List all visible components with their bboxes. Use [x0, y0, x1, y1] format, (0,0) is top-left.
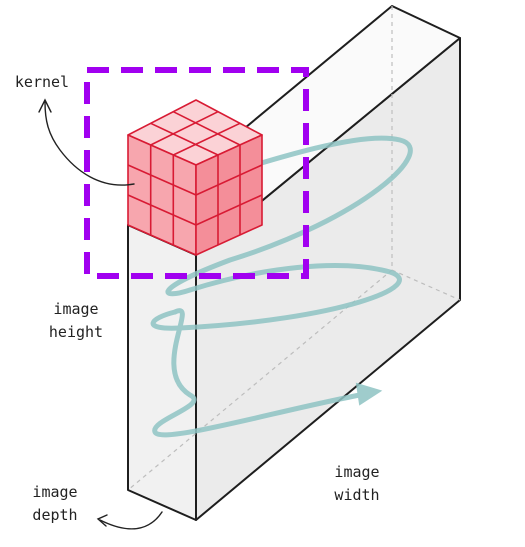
depth-callout-arrowhead: [96, 514, 108, 527]
kernel-front-grid: [127, 145, 197, 245]
kernel-top-grid: [150, 110, 241, 156]
image-height-label-line1: image: [53, 300, 98, 318]
kernel-highlight-box: [84, 67, 309, 279]
volume-front-face: [127, 224, 197, 521]
kernel-callout-arrow: [44, 101, 135, 186]
path-arrow-head: [355, 382, 383, 406]
image-width-label-line1: image: [334, 463, 379, 481]
kernel-label: kernel: [15, 73, 69, 91]
callout-arrows: [38, 98, 163, 530]
kernel-side-grid: [195, 145, 263, 245]
kernel-callout-arrowhead: [38, 98, 52, 113]
image-width-label-line2: width: [334, 486, 379, 504]
kernel-sliding-path: [150, 135, 413, 438]
image-depth-label-line1: image: [32, 483, 77, 501]
depth-callout-arrow: [99, 511, 163, 530]
image-volume: [127, 5, 461, 521]
kernel-cube: [127, 99, 263, 256]
image-depth-label-line2: depth: [32, 506, 77, 524]
image-height-label-line2: height: [49, 323, 103, 341]
